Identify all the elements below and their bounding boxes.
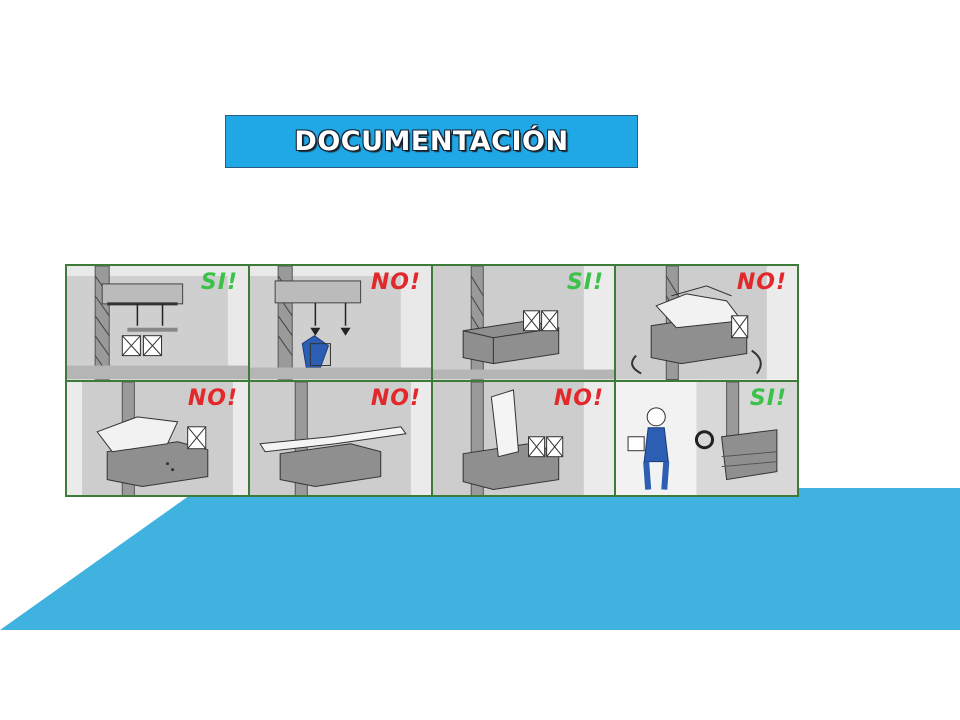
hoist-illustration <box>616 381 797 495</box>
slide-title: DOCUMENTACIÓN <box>294 126 569 157</box>
verdict-label: SI! <box>200 270 238 295</box>
panel-6: NO! <box>250 381 431 495</box>
hoist-illustration <box>250 381 431 495</box>
hoist-illustration <box>616 266 797 380</box>
panel-3: SI! <box>433 266 614 380</box>
panel-4: NO! <box>616 266 797 380</box>
verdict-label: SI! <box>749 385 787 411</box>
verdict-label: SI! <box>566 270 604 295</box>
verdict-label: NO! <box>370 270 421 295</box>
safety-illustration-grid: SI! NO! <box>65 264 799 497</box>
hoist-illustration <box>433 381 614 495</box>
panel-2: NO! <box>250 266 431 380</box>
verdict-label: NO! <box>187 385 238 411</box>
panel-5: NO! <box>67 381 248 495</box>
panel-7: NO! <box>433 381 614 495</box>
verdict-label: NO! <box>553 385 604 411</box>
title-box: DOCUMENTACIÓN <box>225 115 638 168</box>
hoist-illustration <box>67 381 248 495</box>
hoist-illustration <box>67 266 248 380</box>
panel-8: SI! <box>616 381 797 495</box>
verdict-label: NO! <box>736 270 787 295</box>
hoist-illustration <box>250 266 431 380</box>
verdict-label: NO! <box>370 385 421 411</box>
hoist-illustration <box>433 266 614 380</box>
panel-1: SI! <box>67 266 248 380</box>
